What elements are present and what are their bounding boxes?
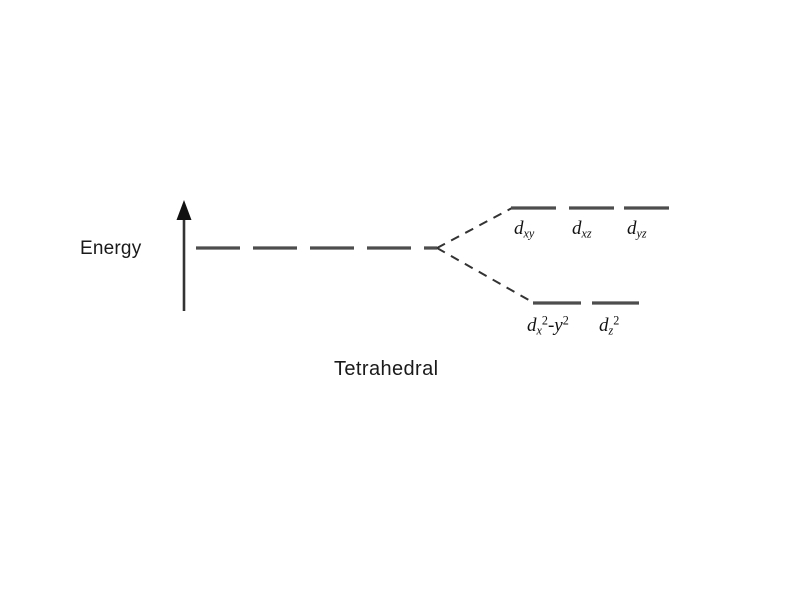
energy-axis-label: Energy (80, 238, 142, 259)
diagram-title: Tetrahedral (334, 358, 439, 380)
orbital-base-dxy: d (514, 218, 524, 239)
orbital-label-dxz: dxz (572, 218, 592, 240)
orbital-sub-dxy: xy (523, 226, 535, 241)
energy-axis-arrowhead (176, 200, 192, 220)
orbital-base-dxz: d (572, 218, 582, 239)
energy-axis-arrow (176, 200, 192, 311)
connector-to-e-set (436, 247, 535, 304)
orbital-sub-dxz: xz (581, 226, 592, 241)
orbital-tail-sup-dx2-y2: 2 (562, 313, 569, 328)
orbital-label-dyz: dyz (627, 218, 647, 240)
orbital-label-dx2-y2: dx2-y2 (527, 315, 569, 337)
orbital-base-dx2-y2: d (527, 315, 537, 336)
orbital-sub-dx2-y2: x (536, 323, 542, 338)
orbital-label-dxy: dxy (514, 218, 534, 240)
orbital-sub-dz2: z (608, 323, 614, 338)
orbital-tail-dx2-y2: -y (547, 315, 563, 336)
orbital-base-dyz: d (627, 218, 637, 239)
connector-to-t2-set (436, 207, 513, 249)
orbital-sup-dz2: 2 (613, 313, 620, 328)
orbital-sub-dyz: yz (636, 226, 647, 241)
orbital-label-dz2: dz2 (599, 315, 619, 337)
orbital-sup-dx2-y2: 2 (541, 313, 548, 328)
orbital-base-dz2: d (599, 315, 609, 336)
